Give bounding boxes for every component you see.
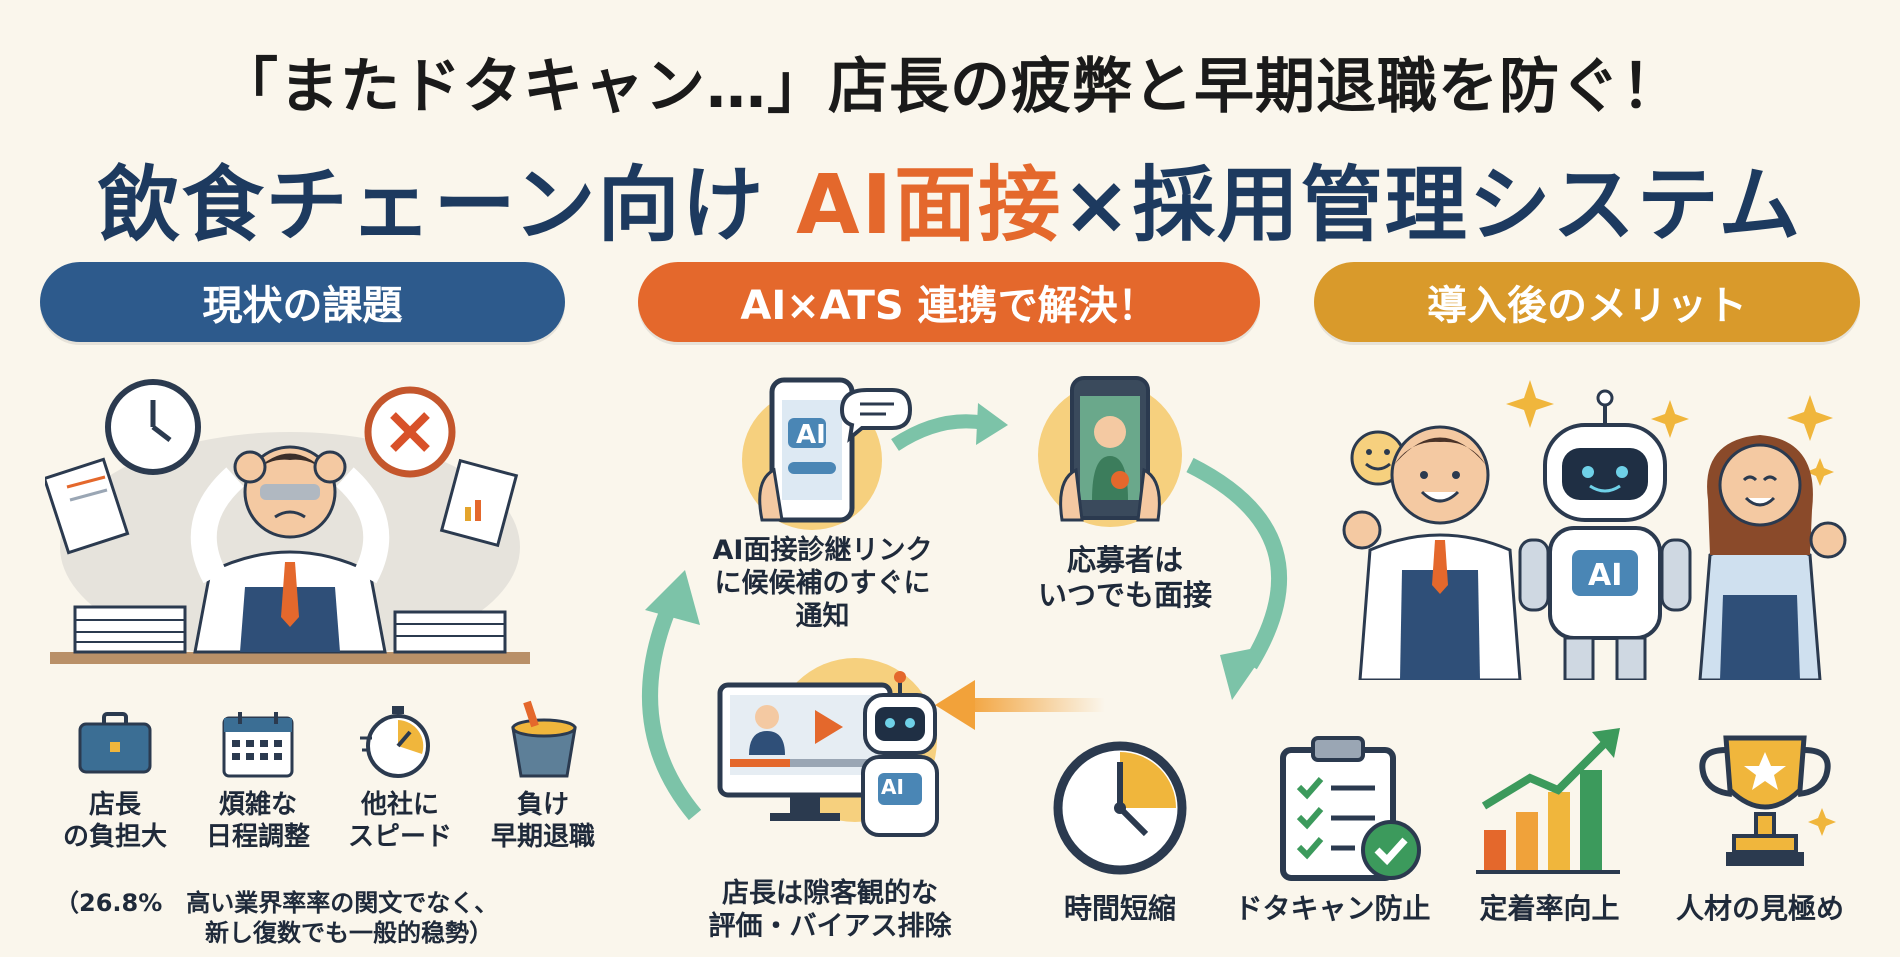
cancel-clock-icon <box>364 386 456 478</box>
flow-step-2-label: 応募者はいつでも面接 <box>1037 543 1212 613</box>
ai-badge-robot-small: AI <box>881 775 904 799</box>
section-solution-header: AI×ATS 連携で解決！ <box>638 262 1260 342</box>
benefit-label-talent: 人材の見極め <box>1675 892 1844 925</box>
stressed-manager-illustration <box>45 372 535 682</box>
benefit-label-time: 時間短縮 <box>1063 892 1176 925</box>
phone-chat-icon <box>732 370 912 530</box>
briefcase-icon <box>78 712 152 774</box>
calendar-icon <box>222 710 294 778</box>
flow-step-1-label: AI面接診継リンクに候候補のすぐに通知 <box>712 535 933 632</box>
flow-arrow-right <box>890 395 1010 465</box>
title-accent: AI面接 <box>796 158 1063 253</box>
happy-team-illustration <box>1340 380 1860 680</box>
stopwatch-icon <box>358 704 438 780</box>
section-benefits-header: 導入後のメリット <box>1314 262 1860 342</box>
problem-label-speed: 他社にスピード <box>347 790 452 852</box>
flying-paper-icon <box>45 457 519 555</box>
flow-step-3-label: 店長は隙客観的な評価・バイアス排除 <box>708 878 952 942</box>
phone-video-icon <box>1030 370 1190 530</box>
sparkle-icon <box>1506 380 1834 486</box>
monitor-robot-icon <box>715 655 955 845</box>
title-prefix: 飲食チェーン向け <box>97 158 797 253</box>
clock-icon <box>1050 738 1190 878</box>
problem-label-burden: 店長の負担大 <box>62 790 167 852</box>
clipboard-check-icon <box>1275 732 1425 882</box>
problem-label-turnover: 負け早期退職 <box>490 790 595 852</box>
main-title: 飲食チェーン向け AI面接×採用管理システム <box>0 138 1900 257</box>
problem-note: （26.8% 高い業界率率の関文でなく、 新し復数でも一般的稳勢） <box>55 889 499 947</box>
benefit-label-retention: 定着率向上 <box>1479 892 1620 925</box>
section-problems-header: 現状の課題 <box>40 262 565 342</box>
headline: 「またドタキャン…」店長の疲弊と早期退職を防ぐ！ <box>218 52 1682 122</box>
trophy-icon <box>1690 728 1840 878</box>
benefit-label-noshow: ドタキャン防止 <box>1234 892 1431 925</box>
flow-arrow-left <box>935 670 1105 740</box>
title-suffix: ×採用管理システム <box>1062 158 1803 253</box>
flow-arrow-down <box>1180 455 1340 705</box>
growth-chart-icon <box>1470 720 1630 880</box>
problem-label-scheduling: 煩雑な日程調整 <box>205 790 310 852</box>
flow-arrow-up <box>615 565 725 825</box>
ai-badge-phone: AI <box>796 420 826 450</box>
paper-stack-icon <box>73 605 507 654</box>
bucket-icon <box>505 698 583 780</box>
ai-badge-robot-large: AI <box>1588 558 1623 593</box>
wall-clock-icon <box>105 379 201 475</box>
